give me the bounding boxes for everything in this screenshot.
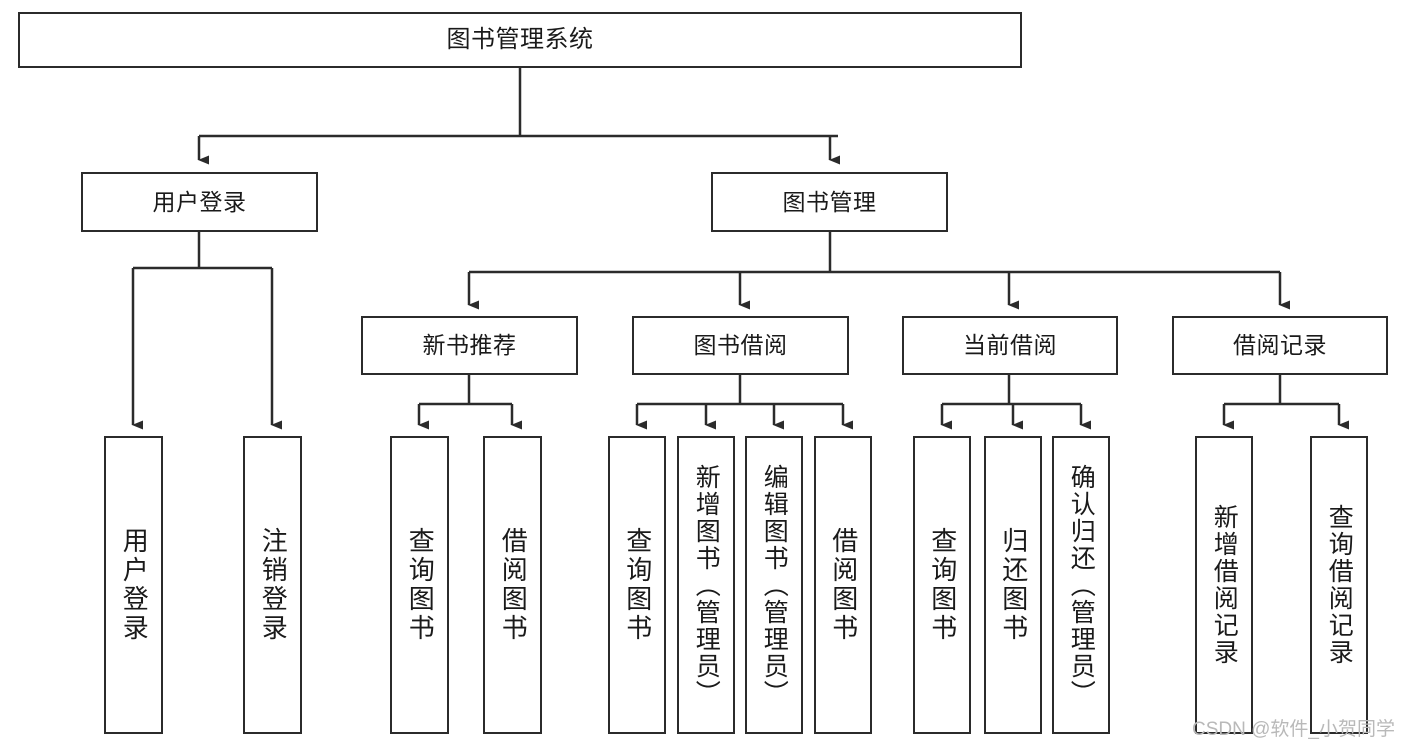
node-label: 借阅记录 xyxy=(1233,332,1327,358)
node-label: 借阅图书 xyxy=(828,527,859,643)
leaf-book-borrow-borrow[interactable]: 借阅图书 xyxy=(814,436,872,734)
node-new-book-recommend[interactable]: 新书推荐 xyxy=(361,316,578,375)
leaf-user-login-logout[interactable]: 注销登录 xyxy=(243,436,302,734)
leaf-current-borrow-query[interactable]: 查询图书 xyxy=(913,436,971,734)
leaf-user-login-login[interactable]: 用户登录 xyxy=(104,436,163,734)
leaf-book-borrow-edit[interactable]: 编辑图书（管理员） xyxy=(745,436,803,734)
node-label: 图书管理系统 xyxy=(446,26,594,53)
node-user-login[interactable]: 用户登录 xyxy=(81,172,318,232)
node-current-borrow[interactable]: 当前借阅 xyxy=(902,316,1118,375)
node-label: 注销登录 xyxy=(258,527,289,643)
node-borrow-record[interactable]: 借阅记录 xyxy=(1172,316,1388,375)
node-label: 新增图书（管理员） xyxy=(692,463,721,707)
node-label: 当前借阅 xyxy=(963,332,1057,358)
node-label: 用户登录 xyxy=(152,188,247,215)
leaf-book-borrow-query[interactable]: 查询图书 xyxy=(608,436,666,734)
node-label: 确认归还（管理员） xyxy=(1067,463,1096,707)
node-label: 归还图书 xyxy=(998,527,1029,643)
leaf-new-book-borrow[interactable]: 借阅图书 xyxy=(483,436,542,734)
node-label: 编辑图书（管理员） xyxy=(760,463,789,707)
node-label: 借阅图书 xyxy=(498,527,529,643)
node-label: 新书推荐 xyxy=(422,332,517,358)
node-label: 查询图书 xyxy=(622,527,653,643)
leaf-current-borrow-confirm[interactable]: 确认归还（管理员） xyxy=(1052,436,1110,734)
leaf-borrow-record-add[interactable]: 新增借阅记录 xyxy=(1195,436,1253,734)
leaf-current-borrow-return[interactable]: 归还图书 xyxy=(984,436,1042,734)
node-label: 查询图书 xyxy=(405,527,436,643)
node-label: 用户登录 xyxy=(119,527,150,643)
leaf-borrow-record-query[interactable]: 查询借阅记录 xyxy=(1310,436,1368,734)
leaf-book-borrow-add[interactable]: 新增图书（管理员） xyxy=(677,436,735,734)
node-label: 新增借阅记录 xyxy=(1210,504,1239,666)
node-label: 查询借阅记录 xyxy=(1325,504,1354,666)
leaf-new-book-query[interactable]: 查询图书 xyxy=(390,436,449,734)
node-label: 查询图书 xyxy=(927,527,958,643)
watermark-text: CSDN @软件_小贺同学 xyxy=(1192,719,1395,740)
node-book-management[interactable]: 图书管理 xyxy=(711,172,948,232)
node-label: 图书管理 xyxy=(782,188,877,215)
node-book-borrow[interactable]: 图书借阅 xyxy=(632,316,849,375)
node-root-system[interactable]: 图书管理系统 xyxy=(18,12,1022,68)
node-label: 图书借阅 xyxy=(693,332,788,358)
